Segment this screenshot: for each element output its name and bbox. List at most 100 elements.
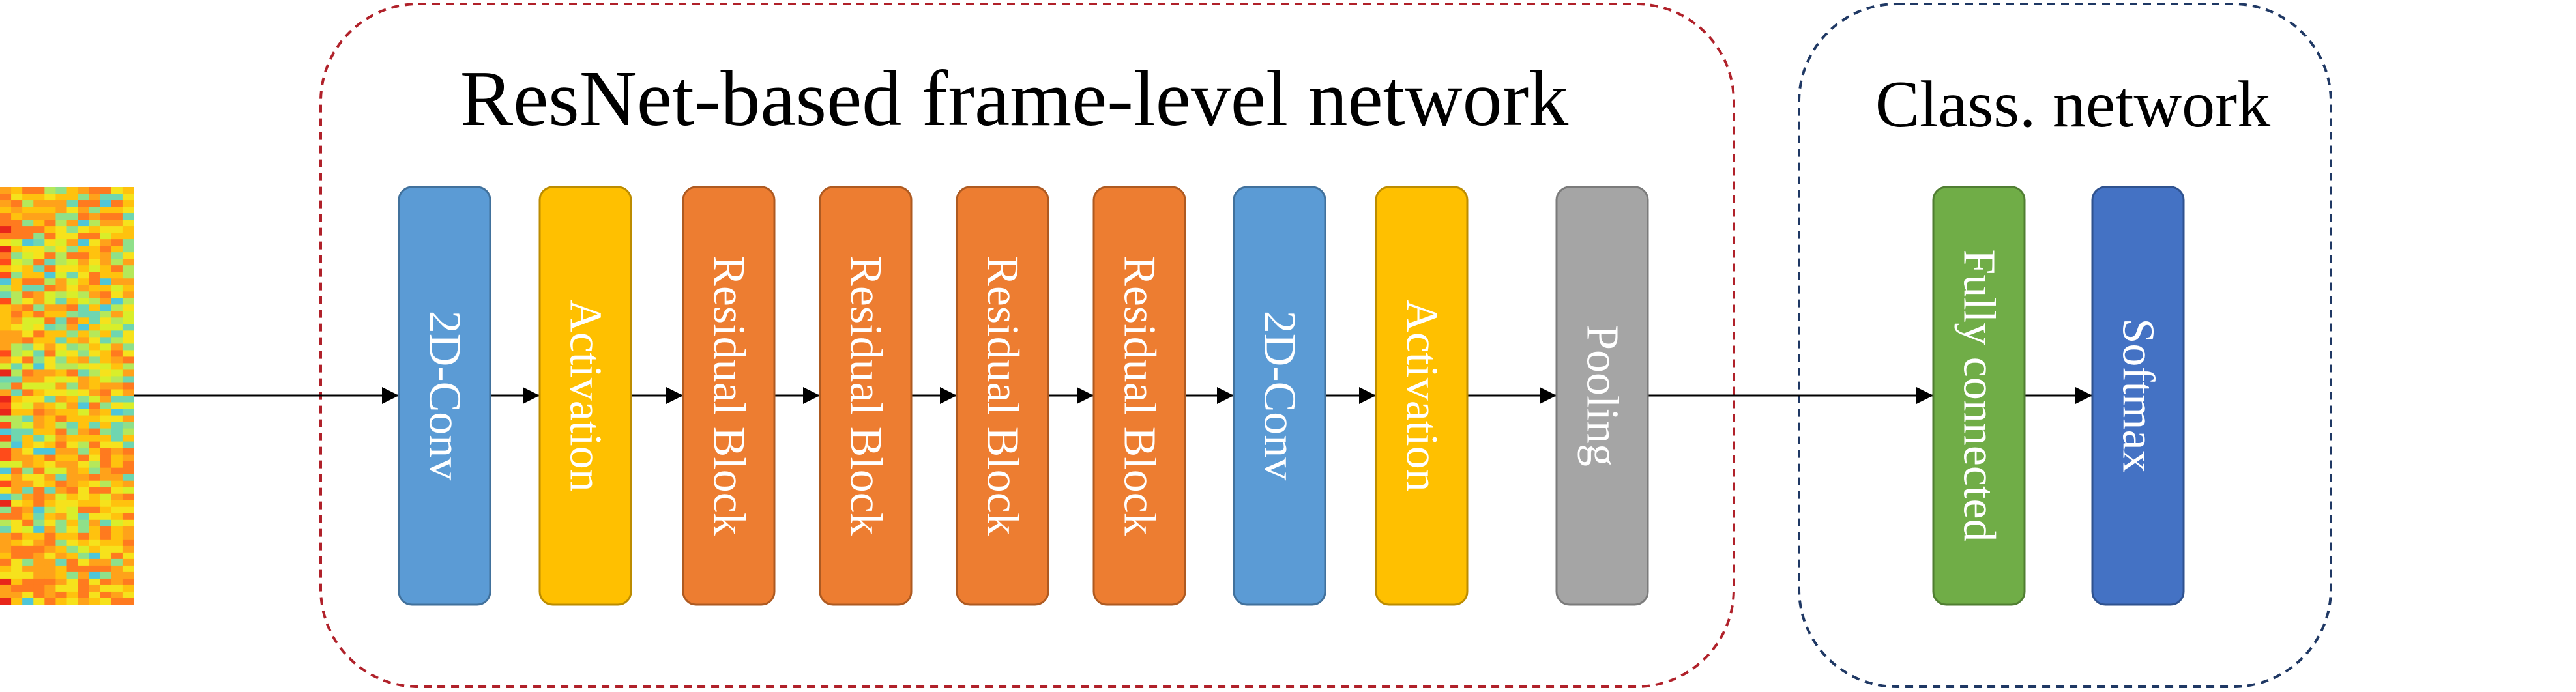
spectrogram-cell [44, 519, 57, 527]
spectrogram-cell [111, 376, 123, 384]
spectrogram-cell [78, 207, 90, 214]
spectrogram-cell [66, 298, 79, 305]
spectrogram-cell [22, 396, 34, 403]
spectrogram-cell [100, 526, 112, 534]
spectrogram-cell [11, 207, 23, 214]
spectrogram-cell [89, 539, 101, 547]
spectrogram-cell [55, 350, 68, 358]
spectrogram-cell [78, 461, 90, 469]
spectrogram-cell [22, 506, 34, 514]
spectrogram-cell [66, 578, 79, 586]
spectrogram-cell [0, 461, 12, 469]
spectrogram-cell [22, 571, 34, 579]
spectrogram-cell [78, 311, 90, 318]
spectrogram-cell [22, 526, 34, 534]
spectrogram-cell [100, 330, 112, 338]
spectrogram-cell [122, 376, 134, 384]
spectrogram-cell [0, 291, 12, 298]
spectrogram-cell [100, 259, 112, 266]
spectrogram-cell [11, 246, 23, 253]
spectrogram-cell [89, 467, 101, 475]
spectrogram-cell [33, 513, 45, 521]
spectrogram-cell [100, 285, 112, 292]
spectrogram-cell [111, 291, 123, 298]
spectrogram-cell [78, 545, 90, 553]
spectrogram-cell [44, 565, 57, 573]
spectrogram-cell [89, 396, 101, 403]
spectrogram-cell [11, 487, 23, 495]
spectrogram-cell [44, 239, 57, 246]
block-residual-1: Residual Block [682, 186, 776, 606]
spectrogram-cell [33, 220, 45, 227]
spectrogram-cell [78, 519, 90, 527]
spectrogram-cell [22, 552, 34, 560]
spectrogram-cell [66, 409, 79, 416]
spectrogram-cell [78, 454, 90, 462]
spectrogram-cell [44, 571, 57, 579]
spectrogram-cell [22, 278, 34, 285]
spectrogram-cell [100, 519, 112, 527]
spectrogram-cell [11, 448, 23, 455]
spectrogram-cell [44, 545, 57, 553]
spectrogram-cell [122, 278, 134, 285]
spectrogram-cell [111, 584, 123, 592]
spectrogram-cell [78, 350, 90, 358]
spectrogram-cell [66, 304, 79, 311]
spectrogram-cell [22, 448, 34, 455]
spectrogram-cell [11, 526, 23, 534]
spectrogram-cell [122, 598, 134, 605]
spectrogram-cell [89, 207, 101, 214]
spectrogram-cell [89, 259, 101, 266]
spectrogram-cell [55, 213, 68, 220]
spectrogram-cell [66, 500, 79, 508]
spectrogram-cell [11, 422, 23, 429]
spectrogram-cell [11, 598, 23, 605]
spectrogram-cell [44, 480, 57, 488]
spectrogram-cell [44, 493, 57, 501]
spectrogram-cell [66, 513, 79, 521]
spectrogram-cell [122, 350, 134, 358]
spectrogram-cell [89, 558, 101, 566]
spectrogram-cell [55, 578, 68, 586]
spectrogram-cell [55, 500, 68, 508]
spectrogram-cell [0, 396, 12, 403]
spectrogram-cell [122, 220, 134, 227]
spectrogram-cell [100, 226, 112, 233]
spectrogram-cell [66, 285, 79, 292]
spectrogram-cell [100, 428, 112, 436]
spectrogram-cell [33, 519, 45, 527]
spectrogram-cell [89, 265, 101, 272]
spectrogram-cell [33, 415, 45, 423]
spectrogram-cell [44, 376, 57, 384]
spectrogram-cell [100, 487, 112, 495]
spectrogram-cell [100, 435, 112, 442]
spectrogram-cell [100, 480, 112, 488]
spectrogram-cell [78, 343, 90, 351]
spectrogram-cell [44, 591, 57, 599]
frame-level-network-title: ResNet-based frame-level network [460, 55, 1569, 143]
spectrogram-cell [100, 369, 112, 377]
spectrogram-cell [55, 389, 68, 397]
spectrogram-cell [66, 539, 79, 547]
spectrogram-cell [111, 461, 123, 469]
class-network-border [1798, 3, 2332, 688]
spectrogram-cell [22, 578, 34, 586]
spectrogram-cell [22, 565, 34, 573]
spectrogram-cell [78, 428, 90, 436]
spectrogram-cell [44, 285, 57, 292]
spectrogram-cell [0, 539, 12, 547]
spectrogram-cell [55, 461, 68, 469]
spectrogram-cell [33, 422, 45, 429]
spectrogram-cell [89, 350, 101, 358]
spectrogram-cell [89, 448, 101, 455]
spectrogram-cell [100, 207, 112, 214]
spectrogram-cell [55, 220, 68, 227]
spectrogram-cell [55, 415, 68, 423]
spectrogram-cell [122, 565, 134, 573]
block-2d-conv-1-label: 2D-Conv [420, 311, 470, 481]
block-2d-conv-2-label: 2D-Conv [1255, 311, 1305, 481]
spectrogram-cell [100, 376, 112, 384]
spectrogram-cell [100, 324, 112, 331]
spectrogram-cell [122, 402, 134, 410]
spectrogram-cell [44, 226, 57, 233]
